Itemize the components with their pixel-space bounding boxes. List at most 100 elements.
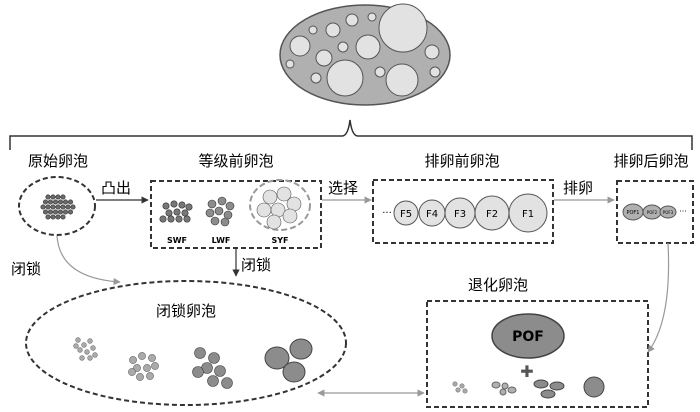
hierarchical-follicle-f5: F5 bbox=[393, 200, 419, 226]
primordial-cell bbox=[52, 199, 58, 205]
primordial-cell bbox=[45, 214, 51, 220]
primordial-cell bbox=[68, 199, 74, 205]
atretic-dark-cluster bbox=[192, 347, 233, 389]
ovary-follicle bbox=[337, 41, 349, 53]
primordial-cell bbox=[68, 209, 74, 215]
lwf-cell bbox=[225, 201, 235, 211]
f2-label: F2 bbox=[486, 209, 498, 220]
ovary-follicle bbox=[308, 25, 318, 35]
hierarchical-follicle-f1: F1 bbox=[508, 193, 548, 233]
primordial-cell bbox=[55, 204, 61, 210]
primordial-follicle bbox=[18, 176, 96, 236]
preovulatory-label: 排卵前卵泡 bbox=[424, 152, 499, 170]
atretic-medium-cell bbox=[128, 368, 136, 376]
ovary-follicle bbox=[345, 13, 359, 27]
ovary-follicle bbox=[355, 34, 381, 60]
ovulate-arrow-label: 排卵 bbox=[563, 179, 593, 197]
atretic-small-cell bbox=[90, 345, 96, 351]
postovulatory-label: 排卵后卵泡 bbox=[613, 152, 688, 170]
primordial-cell bbox=[70, 204, 76, 210]
preovulatory-box bbox=[372, 179, 554, 244]
atretic-small-cell bbox=[81, 342, 87, 348]
swf-cell bbox=[173, 208, 181, 216]
ovary-follicle bbox=[429, 66, 441, 78]
primordial-label: 原始卵泡 bbox=[28, 152, 88, 170]
swf-cell bbox=[165, 209, 173, 217]
atretic-medium-cell bbox=[138, 352, 146, 360]
atretic-medium-cluster bbox=[128, 352, 159, 381]
atretic-small-cluster bbox=[73, 337, 98, 361]
ovary-follicle bbox=[285, 59, 295, 69]
pof1-label: POF1 bbox=[626, 210, 639, 216]
syf-follicle-outline bbox=[249, 179, 311, 231]
primordial-cell bbox=[52, 209, 58, 215]
pof2-label: POF2 bbox=[647, 210, 658, 215]
pof3-label: POF3 bbox=[663, 210, 674, 215]
atresia-left-arrow bbox=[56, 235, 121, 286]
swf-follicle-cluster bbox=[159, 200, 193, 223]
primordial-cell bbox=[47, 209, 53, 215]
ovary-follicle bbox=[315, 49, 333, 67]
syf-cell bbox=[282, 208, 298, 224]
syf-cell bbox=[276, 186, 292, 202]
f3-label: F3 bbox=[454, 209, 466, 220]
postovulatory-box bbox=[616, 180, 694, 244]
pof2-follicle: POF2 bbox=[642, 204, 662, 220]
swf-label: SWF bbox=[167, 236, 187, 245]
hierarchical-follicle-f3: F3 bbox=[444, 197, 476, 229]
primordial-cell bbox=[57, 209, 63, 215]
degenerating-small-cell bbox=[452, 381, 458, 387]
syf-cell bbox=[256, 202, 272, 218]
atretic-medium-cell bbox=[136, 373, 144, 381]
pof3-follicle: POF3 bbox=[659, 205, 677, 219]
atretic-medium-cell bbox=[151, 362, 159, 370]
ovary-follicle bbox=[325, 22, 341, 38]
swf-cell bbox=[183, 215, 191, 223]
ovary-follicle bbox=[367, 12, 377, 22]
ovary-follicle bbox=[385, 63, 419, 97]
swf-cell bbox=[162, 202, 170, 210]
swf-cell bbox=[185, 203, 193, 211]
pof-large: POF bbox=[491, 313, 565, 359]
syf-label: SYF bbox=[271, 236, 288, 245]
hierarchical-follicle-f4: F4 bbox=[418, 199, 446, 227]
lwf-follicle-cluster bbox=[205, 196, 235, 227]
atretic-label: 闭锁卵泡 bbox=[156, 302, 216, 320]
primordial-cell bbox=[45, 194, 51, 200]
postovulatory-to-degenerating-arrow bbox=[647, 242, 670, 353]
ovary-follicle bbox=[289, 35, 311, 57]
atretic-medium-cell bbox=[143, 364, 151, 372]
primordial-cell bbox=[50, 204, 56, 210]
primordial-cell bbox=[62, 199, 68, 205]
primordial-cell bbox=[65, 204, 71, 210]
primordial-cell bbox=[55, 194, 61, 200]
atretic-small-cell bbox=[75, 337, 81, 343]
degenerating-small-cluster bbox=[452, 381, 468, 394]
degenerating-small-cell bbox=[455, 387, 461, 393]
atretic-small-cell bbox=[92, 352, 98, 358]
atretic-small-cell bbox=[77, 347, 83, 353]
swf-cell bbox=[170, 200, 178, 208]
atretic-medium-cell bbox=[129, 356, 137, 364]
plus-icon: ✚ bbox=[520, 362, 533, 381]
pof-ellipsis: ··· bbox=[679, 207, 687, 216]
primordial-cell-cluster bbox=[40, 194, 76, 220]
primordial-cell bbox=[55, 214, 61, 220]
atretic-dark-cell bbox=[192, 366, 204, 378]
atretic-dark-cell bbox=[208, 352, 220, 364]
lwf-cell bbox=[220, 217, 230, 227]
f1-label: F1 bbox=[522, 209, 534, 220]
swf-cell bbox=[159, 215, 167, 223]
lwf-cell bbox=[217, 196, 227, 206]
syf-cell bbox=[262, 189, 278, 205]
ovary-follicle bbox=[310, 72, 322, 84]
swf-cell bbox=[178, 201, 186, 209]
atretic-small-cell bbox=[87, 338, 93, 344]
atretic-dark-cell bbox=[194, 347, 206, 359]
primordial-cell bbox=[40, 204, 46, 210]
atretic-small-cell bbox=[73, 343, 79, 349]
syf-follicle-cluster bbox=[256, 186, 302, 230]
f4-label: F4 bbox=[426, 209, 438, 220]
primordial-cell bbox=[45, 204, 51, 210]
pof-large-label: POF bbox=[512, 329, 544, 345]
